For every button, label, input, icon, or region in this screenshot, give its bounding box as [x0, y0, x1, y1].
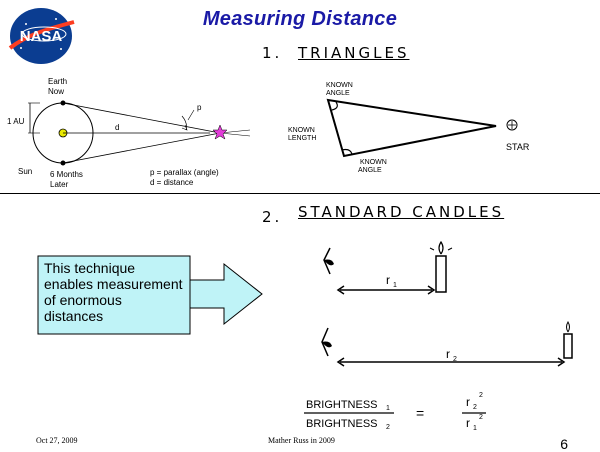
nasa-logo: NASA — [8, 8, 75, 64]
page-title: Measuring Distance — [202, 8, 398, 30]
r2-label: r — [446, 347, 450, 361]
distance-label: d — [115, 123, 119, 132]
known-length-2: LENGTH — [288, 135, 316, 142]
parallax-diagram: Earth Now 1 AU Sun d p 6 Months Later p … — [7, 77, 251, 189]
triangle-sketch: KNOWN ANGLE KNOWN LENGTH KNOWN ANGLE STA… — [288, 82, 530, 174]
formula-r-den: r — [466, 416, 470, 430]
section-divider — [0, 193, 600, 194]
callout-text: This technique enables measurement of en… — [44, 260, 183, 324]
section1-heading: TRIANGLES — [298, 44, 410, 62]
formula-r-den-sub: 1 — [473, 425, 477, 432]
footer-credit: Mather Russ in 2009 — [268, 436, 335, 445]
formula-numerator-sub: 1 — [386, 405, 390, 412]
candle-icon-1 — [435, 255, 447, 293]
r1-label: r — [386, 273, 390, 287]
known-angle-bottom-2: ANGLE — [358, 167, 382, 174]
legend-parallax: p = parallax (angle) — [150, 168, 219, 177]
au-label: 1 AU — [7, 117, 25, 126]
formula-equals: = — [416, 405, 424, 421]
formula-r-num-sup: 2 — [479, 392, 483, 399]
formula-r-num: r — [466, 395, 470, 409]
page-number: 6 — [560, 436, 568, 452]
star-sketch-icon — [506, 119, 518, 131]
sun-label: Sun — [18, 167, 32, 176]
formula-r-den-sup: 2 — [479, 414, 483, 421]
parallax-label: p — [197, 103, 202, 112]
known-angle-bottom-1: KNOWN — [360, 159, 387, 166]
star-marker — [212, 124, 228, 140]
star-label: STAR — [506, 142, 530, 152]
earth-now-label-1: Earth — [48, 77, 67, 86]
section2-number: 2. — [262, 208, 283, 226]
known-length-1: KNOWN — [288, 127, 315, 134]
callout-graphic — [37, 255, 263, 335]
r1-sub: 1 — [393, 282, 397, 289]
section1-number: 1. — [262, 44, 283, 62]
known-angle-top-1: KNOWN — [326, 82, 353, 89]
candle-icon-2 — [563, 333, 573, 359]
formula-denominator: BRIGHTNESS — [306, 418, 378, 430]
formula-r-num-sub: 2 — [473, 404, 477, 411]
r2-sub: 2 — [453, 356, 457, 363]
later-label-2: Later — [50, 180, 69, 189]
known-angle-top-2: ANGLE — [326, 90, 350, 97]
section2-heading: STANDARD CANDLES — [298, 203, 505, 221]
later-label-1: 6 Months — [50, 170, 83, 179]
candles-sketch: r 1 r 2 BRIGHTNESS 1 BRIGHTNESS 2 = r 2 … — [304, 240, 573, 432]
callout-arrow — [189, 262, 263, 326]
earth-now-label-2: Now — [48, 87, 64, 96]
formula-numerator: BRIGHTNESS — [306, 399, 378, 411]
formula-denominator-sub: 2 — [386, 424, 390, 431]
nasa-logo-text: NASA — [20, 28, 63, 45]
footer-date: Oct 27, 2009 — [36, 436, 78, 445]
legend-distance: d = distance — [150, 178, 194, 187]
